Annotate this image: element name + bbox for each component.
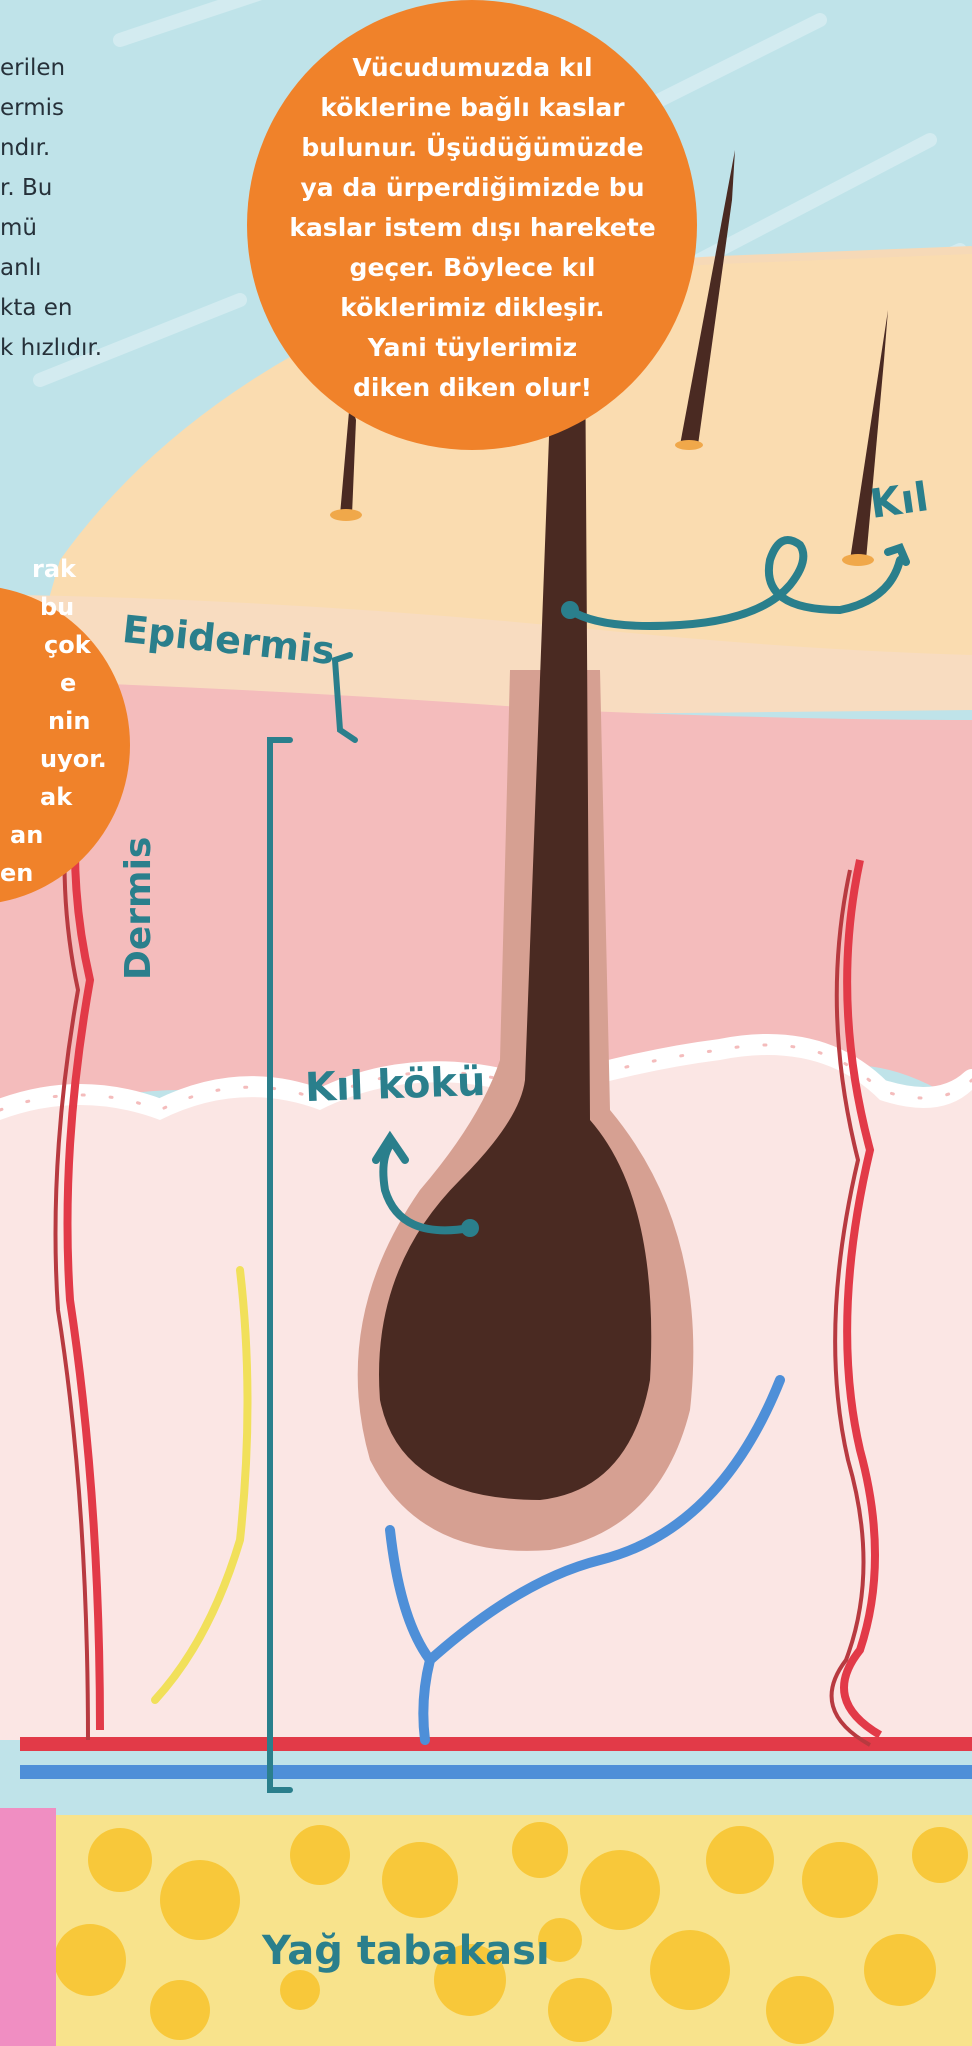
top-left-line: r. Bu <box>0 168 130 208</box>
red-vessel <box>20 1737 972 1751</box>
left-bubble-line: uyor. <box>0 740 130 778</box>
bubble-line: Vücudumuzda kıl <box>275 48 670 88</box>
dermis-label: Dermis <box>118 837 159 980</box>
top-left-paragraph: erilen ermis ndır. r. Bu mü anlı kta en … <box>0 48 130 368</box>
bubble-line: köklerimiz dikleşir. <box>275 288 670 328</box>
bubble-line: diken diken olur! <box>275 368 670 408</box>
top-left-line: erilen <box>0 48 130 88</box>
top-left-line: k hızlıdır. <box>0 328 130 368</box>
bubble-line: ya da ürperdiğimizde bu <box>275 168 670 208</box>
left-bubble-text: rak bu çok e nin uyor. ak an en <box>0 550 130 892</box>
top-left-line: ermis <box>0 88 130 128</box>
top-left-line: kta en <box>0 288 130 328</box>
pink-box <box>0 1808 56 2046</box>
left-bubble-line: bu <box>0 588 130 626</box>
top-left-line: anlı <box>0 248 130 288</box>
bubble-line: köklerine bağlı kaslar <box>275 88 670 128</box>
kil-label: Kıl <box>867 474 931 528</box>
left-bubble-line: e <box>0 664 130 702</box>
bubble-line: geçer. Böylece kıl <box>275 248 670 288</box>
bubble-line: kaslar istem dışı harekete <box>275 208 670 248</box>
left-bubble-line: çok <box>0 626 130 664</box>
yag-tabakasi-label: Yağ tabakası <box>262 1928 550 1974</box>
left-bubble-line: nin <box>0 702 130 740</box>
left-bubble-line: an <box>0 816 130 854</box>
top-left-line: ndır. <box>0 128 130 168</box>
bubble-line: bulunur. Üşüdüğümüzde <box>275 128 670 168</box>
right-bubble-text: Vücudumuzda kıl köklerine bağlı kaslar b… <box>275 48 670 408</box>
bubble-line: Yani tüylerimiz <box>275 328 670 368</box>
left-bubble-line: en <box>0 854 130 892</box>
blue-vessel <box>20 1765 972 1779</box>
kil-koku-label: Kıl kökü <box>304 1059 486 1111</box>
left-bubble-line: ak <box>0 778 130 816</box>
left-bubble-line: rak <box>0 550 130 588</box>
top-left-line: mü <box>0 208 130 248</box>
